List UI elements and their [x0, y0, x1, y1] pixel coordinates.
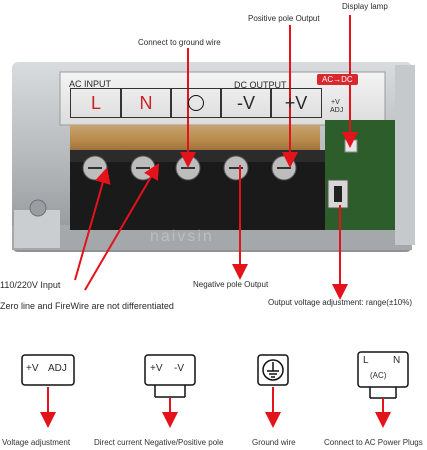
label-direct-current: Direct current Negative/Positive pole	[94, 438, 224, 447]
label-dc-output: DC OUTPUT	[234, 80, 287, 90]
terminal-plus-v: +V	[270, 88, 322, 118]
ground-icon	[188, 95, 204, 111]
icon-voltage-plus-v: +V	[26, 363, 39, 374]
icon-dc-minus-v: -V	[174, 363, 184, 374]
label-zero-fire: Zero line and FireWire are not different…	[0, 301, 174, 311]
pcb-board	[325, 120, 395, 230]
icon-voltage-adj: ADJ	[48, 363, 67, 374]
adj-plus-v-label: +V	[331, 99, 340, 106]
ac-dc-badge: AC→DC	[317, 74, 358, 85]
label-input-voltage: 110/220V Input	[0, 280, 61, 290]
label-ground-wire-bottom: Ground wire	[252, 438, 296, 447]
bottom-icons	[21, 351, 409, 399]
terminal-minus-v: -V	[220, 88, 272, 118]
terminal-L: L	[70, 88, 122, 118]
label-display-lamp: Display lamp	[342, 2, 388, 11]
terminal-ground	[170, 88, 222, 118]
icon-dc-plus-v: +V	[150, 363, 163, 374]
label-connect-ac: Connect to AC Power Plugs	[324, 438, 423, 447]
terminal-labels: L N -V +V	[70, 88, 322, 118]
terminal-N: N	[120, 88, 172, 118]
label-negative-pole: Negative pole Output	[193, 280, 269, 289]
bottom-arrows	[40, 387, 391, 428]
watermark: naivsin	[150, 228, 214, 245]
label-positive-pole: Positive pole Output	[248, 14, 320, 23]
label-voltage-adjustment: Voltage adjustment	[2, 438, 71, 447]
label-ground-wire: Connect to ground wire	[138, 38, 221, 47]
label-output-adjust: Output voltage adjustment: range(±10%)	[268, 298, 413, 307]
icon-ac-N: N	[393, 355, 401, 366]
label-ac-input: AC INPUT	[69, 79, 112, 89]
icon-ac-label: (AC)	[370, 371, 387, 380]
icon-ac-L: L	[363, 355, 369, 366]
adj-label: ADJ	[330, 107, 344, 114]
display-lamp-led	[344, 139, 358, 153]
terminal-cover	[70, 125, 320, 155]
